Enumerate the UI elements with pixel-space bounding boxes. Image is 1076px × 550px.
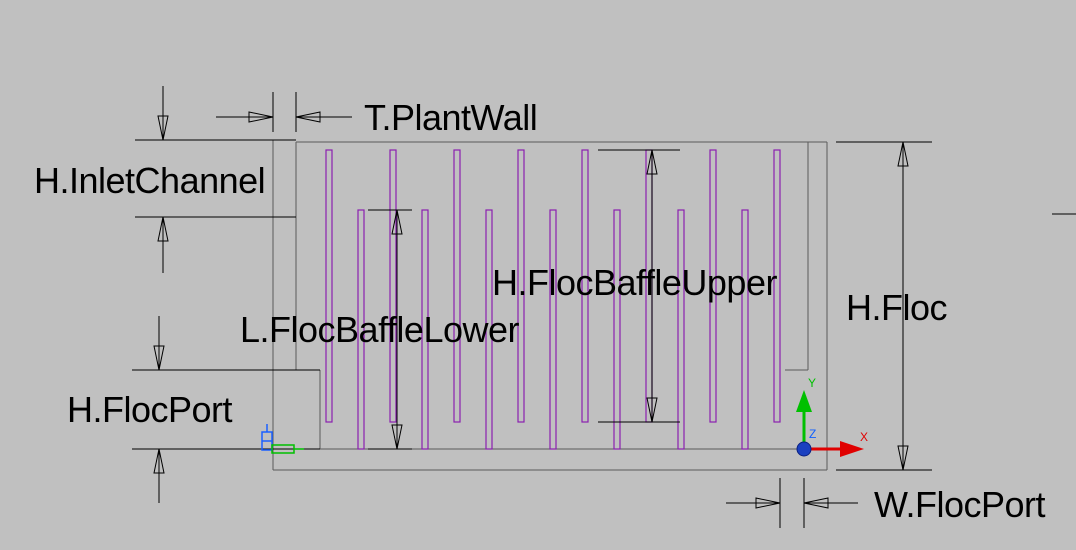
- label-h-floc-port: H.FlocPort: [67, 389, 233, 430]
- baffles: [325, 149, 781, 450]
- lower-baffle: [741, 209, 749, 450]
- lower-baffle: [357, 209, 365, 450]
- dim-h-floc: [836, 141, 932, 471]
- upper-baffle: [709, 149, 717, 423]
- label-l-floc-baffle-lower: L.FlocBaffleLower: [240, 309, 520, 350]
- dim-w-floc-port: [726, 478, 858, 528]
- dim-h-floc-port: [132, 316, 320, 503]
- inlet-valve-icon: [261, 424, 304, 454]
- label-h-floc: H.Floc: [846, 287, 948, 328]
- lower-baffle: [485, 209, 493, 450]
- upper-baffle: [453, 149, 461, 423]
- dimension-lines: [132, 86, 1076, 528]
- lower-baffle: [421, 209, 429, 450]
- ucs-y-arrowhead: [796, 390, 812, 412]
- ucs-icon[interactable]: [796, 390, 864, 457]
- dim-l-floc-baffle-lower: [368, 209, 412, 450]
- ucs-x-label: X: [860, 430, 869, 444]
- ucs-x-arrowhead: [840, 441, 864, 457]
- dim-t-plant-wall: [216, 92, 352, 132]
- lower-baffle: [613, 209, 621, 450]
- label-t-plant-wall: T.PlantWall: [364, 97, 538, 138]
- label-h-inlet-channel: H.InletChannel: [34, 160, 266, 201]
- label-h-floc-baffle-upper: H.FlocBaffleUpper: [492, 262, 777, 303]
- lower-baffle: [549, 209, 557, 450]
- ucs-z-label: Z: [809, 427, 817, 441]
- label-w-floc-port: W.FlocPort: [874, 484, 1046, 525]
- ucs-y-label: Y: [808, 376, 817, 390]
- upper-baffle: [389, 149, 397, 423]
- lower-baffle: [677, 209, 685, 450]
- dim-h-inlet-channel: [135, 86, 296, 273]
- ucs-origin: [796, 441, 812, 457]
- dim-h-floc-baffle-upper: [598, 149, 680, 423]
- upper-baffle: [517, 149, 525, 423]
- upper-baffle: [773, 149, 781, 423]
- upper-baffle: [581, 149, 589, 423]
- upper-baffle: [325, 149, 333, 423]
